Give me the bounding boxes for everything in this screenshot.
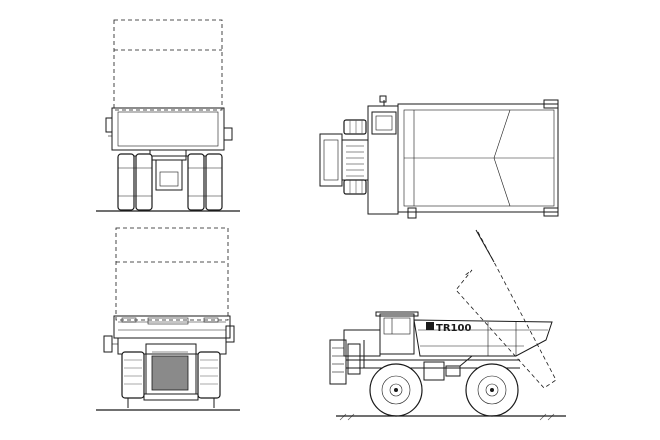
rear-view-lights — [105, 117, 233, 141]
front-view-canopy — [113, 315, 231, 339]
front-view — [96, 227, 240, 411]
model-badge-label: TR100 — [436, 323, 471, 334]
side-view: TR100 — [329, 229, 566, 421]
front-view-raised-body-outline — [115, 227, 229, 321]
top-view-front-tires — [343, 119, 367, 195]
side-view-front-tire — [369, 363, 423, 417]
side-view-hoist — [459, 355, 473, 367]
side-view-cab — [375, 311, 419, 355]
front-view-mirrors — [103, 325, 235, 353]
rear-view-tires — [117, 153, 223, 211]
side-view-dump-body — [413, 319, 553, 357]
top-view-cab-deck — [367, 95, 417, 219]
rear-view-raised-body-outline — [113, 19, 223, 111]
top-view-nose — [319, 133, 369, 187]
side-view-raised-body-outline — [455, 231, 557, 389]
side-view-ground-hatch — [339, 413, 555, 421]
side-view-hood — [329, 329, 381, 385]
front-view-bumper — [127, 393, 215, 408]
front-view-tires — [121, 351, 221, 399]
top-view-dump-body — [397, 99, 559, 217]
side-view-rear-tire — [465, 363, 519, 417]
rear-view-dump-body — [111, 107, 225, 151]
top-view — [319, 95, 559, 219]
side-view-badge-mark — [426, 322, 434, 330]
rear-view — [96, 19, 240, 212]
